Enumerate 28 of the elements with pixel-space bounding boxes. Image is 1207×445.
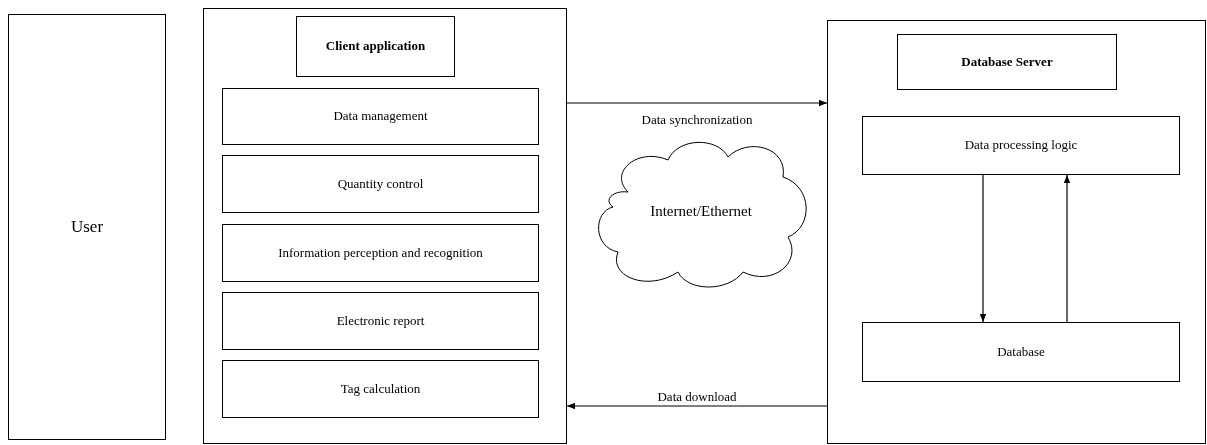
process-box (222, 360, 539, 418)
arrow (1063, 174, 1071, 323)
process-box (862, 116, 1180, 175)
process-box (862, 322, 1180, 382)
process-box (222, 88, 539, 145)
process-box (897, 34, 1117, 90)
edge-label: Data synchronization (641, 112, 753, 129)
arrow (566, 402, 828, 410)
node-label: Quantity control (336, 175, 425, 193)
node-label: Information perception and recognition (277, 244, 484, 262)
actor-box (8, 14, 166, 440)
node-label: Internet/Ethernet (649, 201, 753, 221)
process-box (222, 155, 539, 213)
container-box (827, 20, 1206, 444)
node-label: Database Server (960, 53, 1054, 71)
node-label: Client application (324, 38, 427, 55)
node-label: Data management (332, 108, 429, 125)
node-label: Tag calculation (339, 380, 422, 398)
arrow (566, 99, 828, 107)
process-box (222, 292, 539, 350)
node-label: Database (996, 343, 1046, 361)
container-box (203, 8, 567, 444)
node-label: Data processing logic (963, 137, 1079, 154)
process-box (296, 16, 455, 77)
arrow (979, 174, 987, 323)
process-box (222, 224, 539, 282)
node-label: Electronic report (335, 312, 426, 330)
node-label: User (69, 216, 105, 238)
